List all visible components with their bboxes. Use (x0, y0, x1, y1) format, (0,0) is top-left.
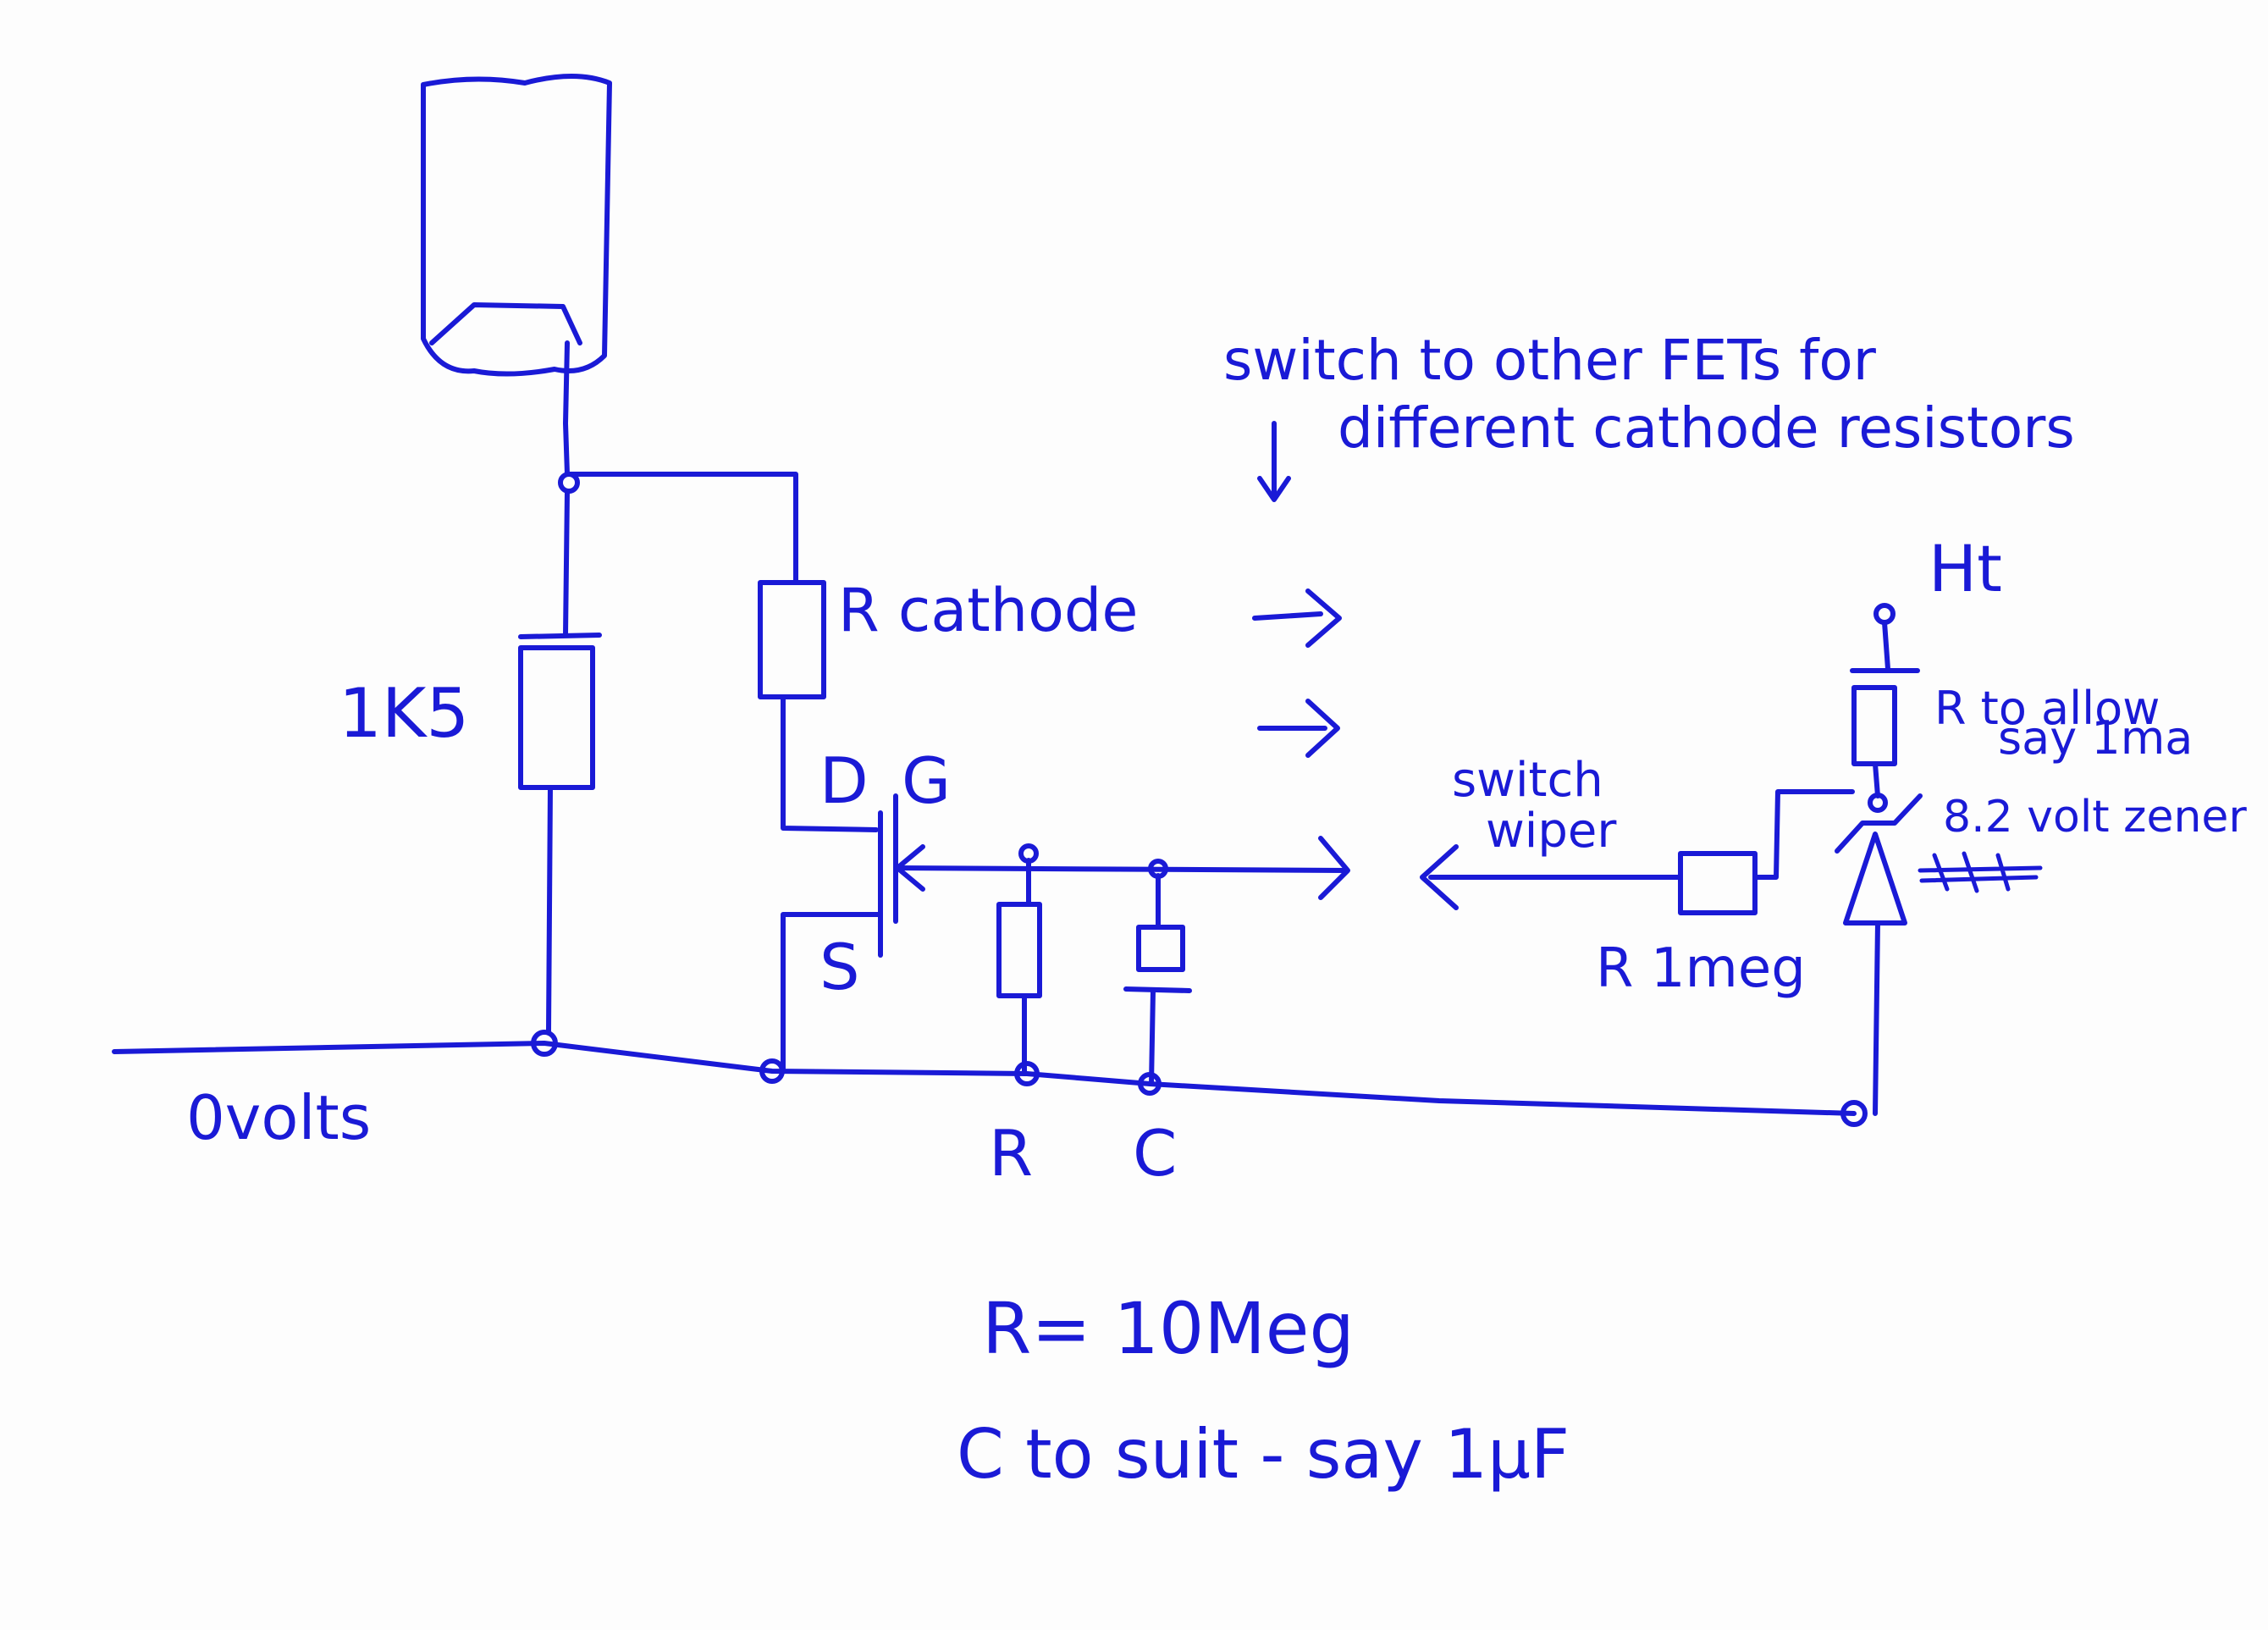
zener-bar (1835, 793, 1923, 854)
label-r-to-allow-line1: R to allow (1934, 682, 2160, 735)
capacitor-c-plate (1123, 986, 1192, 993)
fet-gate-arrow (895, 844, 925, 892)
label-gate: G (902, 743, 951, 818)
junction-zener-ground (1840, 1100, 1868, 1127)
label-ht: Ht (1929, 531, 2002, 606)
label-switch-wiper-line2: wiper (1486, 804, 1617, 859)
label-1k5: 1K5 (339, 674, 469, 753)
label-r-bottom: R (989, 1116, 1033, 1191)
label-switch-note-line2: different cathode resistors (1338, 395, 2075, 461)
resistor-r-10meg (996, 902, 1042, 998)
switch-contact-arrow (1318, 836, 1350, 900)
wire-source (781, 912, 883, 1071)
label-source: S (819, 930, 860, 1004)
wire-1k5-to-ground (546, 785, 553, 1034)
scratched-out-text (1918, 851, 2043, 893)
label-zener: 8.2 volt zener (1943, 792, 2247, 843)
label-c-value: C to suit - say 1µF (957, 1415, 1570, 1494)
label-switch-wiper-line1: switch (1452, 753, 1603, 808)
switch-arrow-1 (1252, 588, 1342, 648)
wire-zener-to-ground (1873, 920, 1880, 1116)
wire-to-1k5 (563, 489, 570, 638)
capacitor-c-body (1136, 925, 1185, 972)
wire-ht (1882, 620, 1890, 671)
down-arrow (1257, 421, 1291, 502)
wire-cathode (563, 340, 570, 477)
valve-tube (421, 74, 612, 377)
wire-gate (895, 865, 1349, 873)
cathode-element (429, 302, 582, 345)
zener-diode (1835, 793, 1923, 926)
label-r-value: R= 10Meg (982, 1287, 1355, 1370)
wire-to-rcathode (566, 472, 798, 585)
wire-r-to-zener (1873, 761, 1880, 798)
label-r-to-allow-line2: say 1ma (1998, 711, 2193, 765)
label-zero-volts: 0volts (186, 1082, 371, 1153)
fet-transistor (781, 793, 925, 1071)
resistor-r-1meg (1678, 851, 1758, 915)
ground-rail (112, 1041, 1857, 1116)
junction-zener-top (1868, 793, 1888, 813)
label-c-bottom: C (1133, 1116, 1177, 1191)
label-switch-note-line1: switch to other FETs for (1223, 328, 1877, 393)
switch-arrow-2 (1257, 699, 1340, 758)
label-r-1meg: R 1meg (1596, 937, 1806, 1000)
wire-c-to-ground (1149, 988, 1156, 1086)
resistor-r-to-allow (1851, 685, 1897, 766)
resistor-1k5 (518, 645, 595, 790)
resistor-r-cathode (758, 580, 826, 699)
zener-triangle (1843, 832, 1907, 926)
wire-rcathode-to-drain (781, 694, 879, 832)
resistor-1k5-cap (518, 633, 602, 639)
wire-r1meg-to-zener (1752, 789, 1855, 880)
label-drain: D (819, 743, 869, 818)
label-r-cathode: R cathode (838, 576, 1138, 645)
